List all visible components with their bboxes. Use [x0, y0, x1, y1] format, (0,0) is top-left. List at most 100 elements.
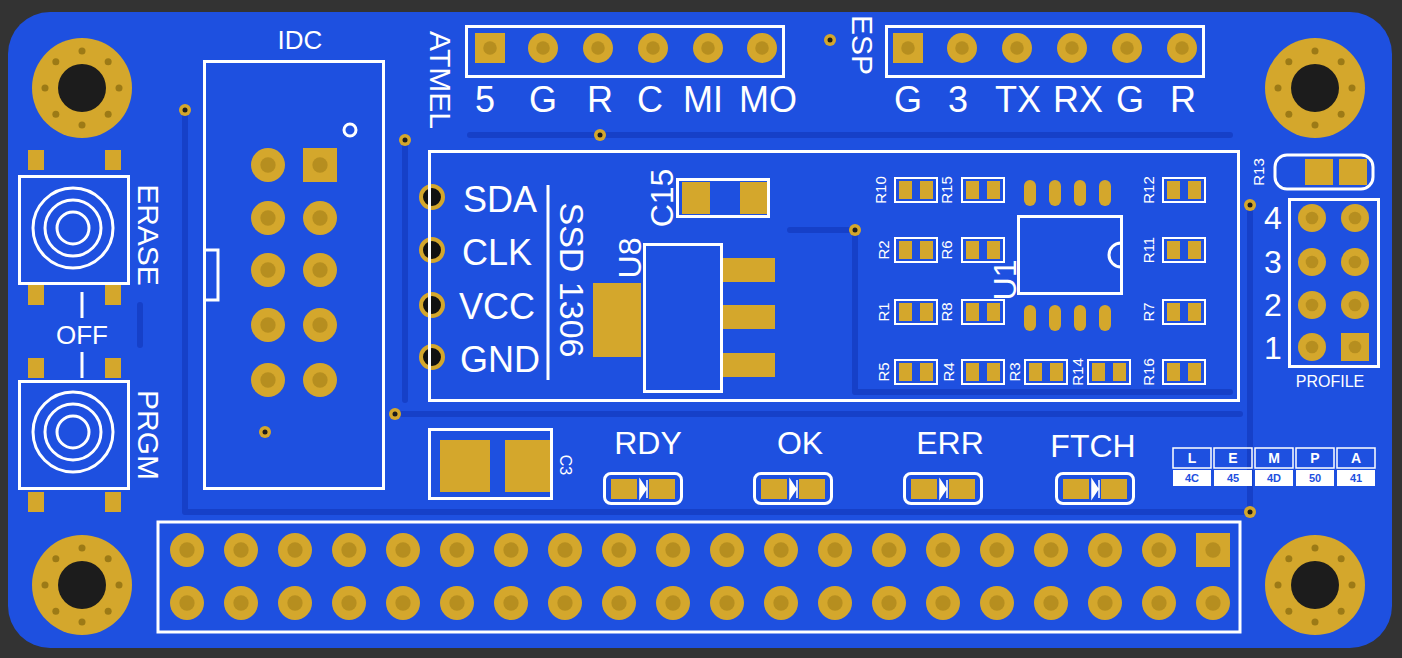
- round-pad: [528, 33, 558, 63]
- drill-hole: [1349, 299, 1362, 312]
- round-pad: [1142, 586, 1176, 620]
- smd-pad: [1049, 180, 1061, 206]
- round-pad: [764, 533, 798, 567]
- mounting-via: [1312, 122, 1319, 129]
- button-outline: PRGM: [18, 380, 130, 490]
- smd-pad: [1024, 180, 1036, 206]
- square-pad: [1196, 533, 1230, 567]
- smd-pad: [1113, 363, 1126, 381]
- round-pad: [440, 586, 474, 620]
- drill-hole: [665, 595, 680, 610]
- round-pad: [980, 586, 1014, 620]
- pin-name: R: [587, 82, 613, 118]
- smd-pad: [28, 358, 44, 378]
- mounting-hole: [32, 38, 132, 138]
- pin-name: 5: [475, 82, 495, 118]
- drill-hole: [646, 41, 660, 55]
- drill-hole: [1043, 542, 1058, 557]
- drill-hole: [1097, 542, 1112, 557]
- smd-pad: [1024, 305, 1036, 331]
- drill-hole: [591, 41, 605, 55]
- via-hole: [393, 412, 398, 417]
- silkscreen-label: CLK: [462, 235, 532, 271]
- round-pad: [1341, 204, 1369, 232]
- smd-pad: [799, 479, 825, 499]
- drill-hole: [449, 542, 464, 557]
- mounting-via: [79, 122, 86, 129]
- diode-symbol: [940, 480, 947, 498]
- drill-hole: [1065, 41, 1079, 55]
- square-pad: [1341, 333, 1369, 361]
- round-pad: [1298, 291, 1326, 319]
- resistor-outline: [962, 360, 1004, 384]
- copper-trace: [402, 140, 408, 400]
- logo-text: M: [1268, 451, 1280, 465]
- capacitor-outline: C3: [428, 428, 553, 500]
- drill-hole: [260, 262, 275, 277]
- led-outline: RDY: [603, 472, 683, 505]
- round-pad: [1341, 291, 1369, 319]
- smd-pad: [1188, 181, 1201, 199]
- smd-pad: [593, 283, 641, 357]
- mounting-via: [1312, 48, 1319, 55]
- round-pad: [747, 33, 777, 63]
- smd-pad: [1063, 479, 1089, 499]
- via: [1244, 506, 1256, 518]
- part-name: R5: [876, 362, 891, 381]
- logo-box: [1214, 470, 1252, 486]
- drill-hole: [395, 542, 410, 557]
- resistor-outline: [1163, 300, 1205, 324]
- round-pad: [251, 201, 285, 235]
- mounting-drill: [1291, 64, 1339, 112]
- mounting-via: [1285, 555, 1292, 562]
- smd-pad: [440, 440, 490, 492]
- chip-outline: U1: [1017, 215, 1123, 295]
- silkscreen-label: VCC: [459, 289, 535, 325]
- round-pad: [764, 586, 798, 620]
- logo-text: 41: [1350, 473, 1362, 484]
- mounting-via: [52, 111, 59, 118]
- logo-box: [1255, 448, 1293, 468]
- button-ring: [57, 416, 89, 448]
- part-name: OFF: [56, 322, 108, 348]
- smd-pad: [899, 181, 912, 199]
- logo-text: P: [1310, 451, 1319, 465]
- drill-hole: [312, 262, 327, 277]
- drill-hole: [773, 542, 788, 557]
- mounting-via: [105, 608, 112, 615]
- smd-pad: [105, 150, 121, 170]
- resistor-outline: [895, 178, 937, 202]
- smd-pad: [1101, 479, 1127, 499]
- round-pad: [602, 533, 636, 567]
- smd-pad: [1099, 180, 1111, 206]
- pin1-mark: [344, 124, 356, 136]
- pin-name: G: [529, 82, 557, 118]
- header-outline: ESP: [885, 25, 1205, 78]
- smd-pad: [949, 479, 975, 499]
- mounting-via: [1275, 582, 1282, 589]
- pin-name: 3: [948, 82, 968, 118]
- logo-box: [1296, 448, 1334, 468]
- part-name: R4: [941, 362, 956, 381]
- silkscreen-label: ERASE: [133, 184, 163, 286]
- mounting-via: [105, 111, 112, 118]
- drill-hole: [287, 595, 302, 610]
- drill-hole: [755, 41, 769, 55]
- drill-hole: [260, 157, 275, 172]
- logo-text: 45: [1227, 473, 1239, 484]
- smd-pad: [920, 181, 933, 199]
- round-pad: [1142, 533, 1176, 567]
- mounting-via: [1338, 58, 1345, 65]
- smd-pad: [505, 440, 550, 492]
- button-outline: ERASE: [18, 175, 130, 285]
- drill-hole: [179, 595, 194, 610]
- round-pad: [303, 308, 337, 342]
- led-outline: OK: [753, 472, 833, 505]
- square-pad: [303, 148, 337, 182]
- mounting-via: [1338, 555, 1345, 562]
- logo-text: L: [1188, 451, 1197, 465]
- round-pad: [656, 533, 690, 567]
- round-pad: [710, 533, 744, 567]
- drill-hole: [260, 372, 275, 387]
- smd-pad: [722, 258, 775, 282]
